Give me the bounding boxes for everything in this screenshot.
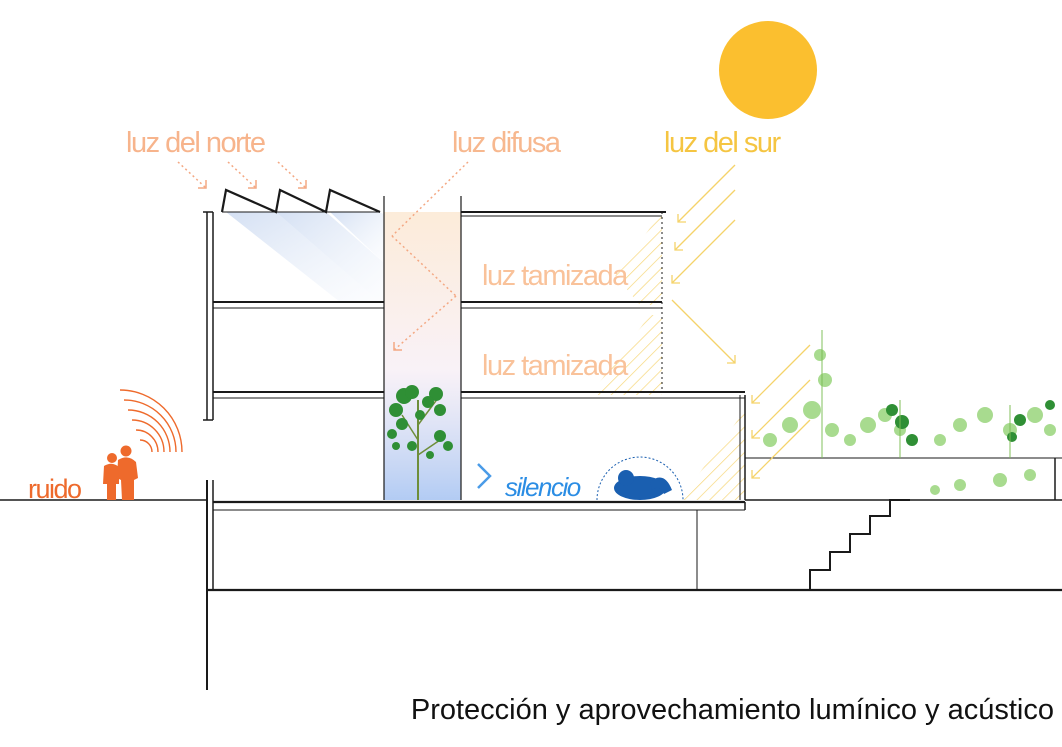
north-light-arrows [177, 161, 307, 189]
tree-icon [387, 385, 453, 500]
terrace-vegetation [763, 330, 1056, 495]
diffuse-light-arrows [391, 161, 469, 351]
building-section [0, 188, 1062, 690]
north-light-label: luz del norte [126, 127, 265, 159]
sleeping-person-icon [596, 456, 684, 501]
noise-label: ruido [28, 474, 81, 504]
north-light-beams [226, 212, 383, 302]
south-light-label: luz del sur [664, 127, 782, 159]
diagram-caption: Protección y aprovechamiento lumínico y … [410, 694, 1054, 726]
diffuse-light-label: luz difusa [452, 127, 562, 159]
sun-icon [719, 21, 817, 119]
sifted-light-label-lower: luz tamizada [482, 350, 629, 382]
patio-light-volume [384, 212, 461, 500]
sifted-light-hatch [590, 212, 745, 500]
silence-label: silencio [505, 472, 581, 502]
people-icon [103, 445, 138, 500]
sifted-light-label-upper: luz tamizada [482, 260, 629, 292]
sound-waves-icon [119, 389, 183, 453]
south-light-arrows [671, 164, 811, 479]
